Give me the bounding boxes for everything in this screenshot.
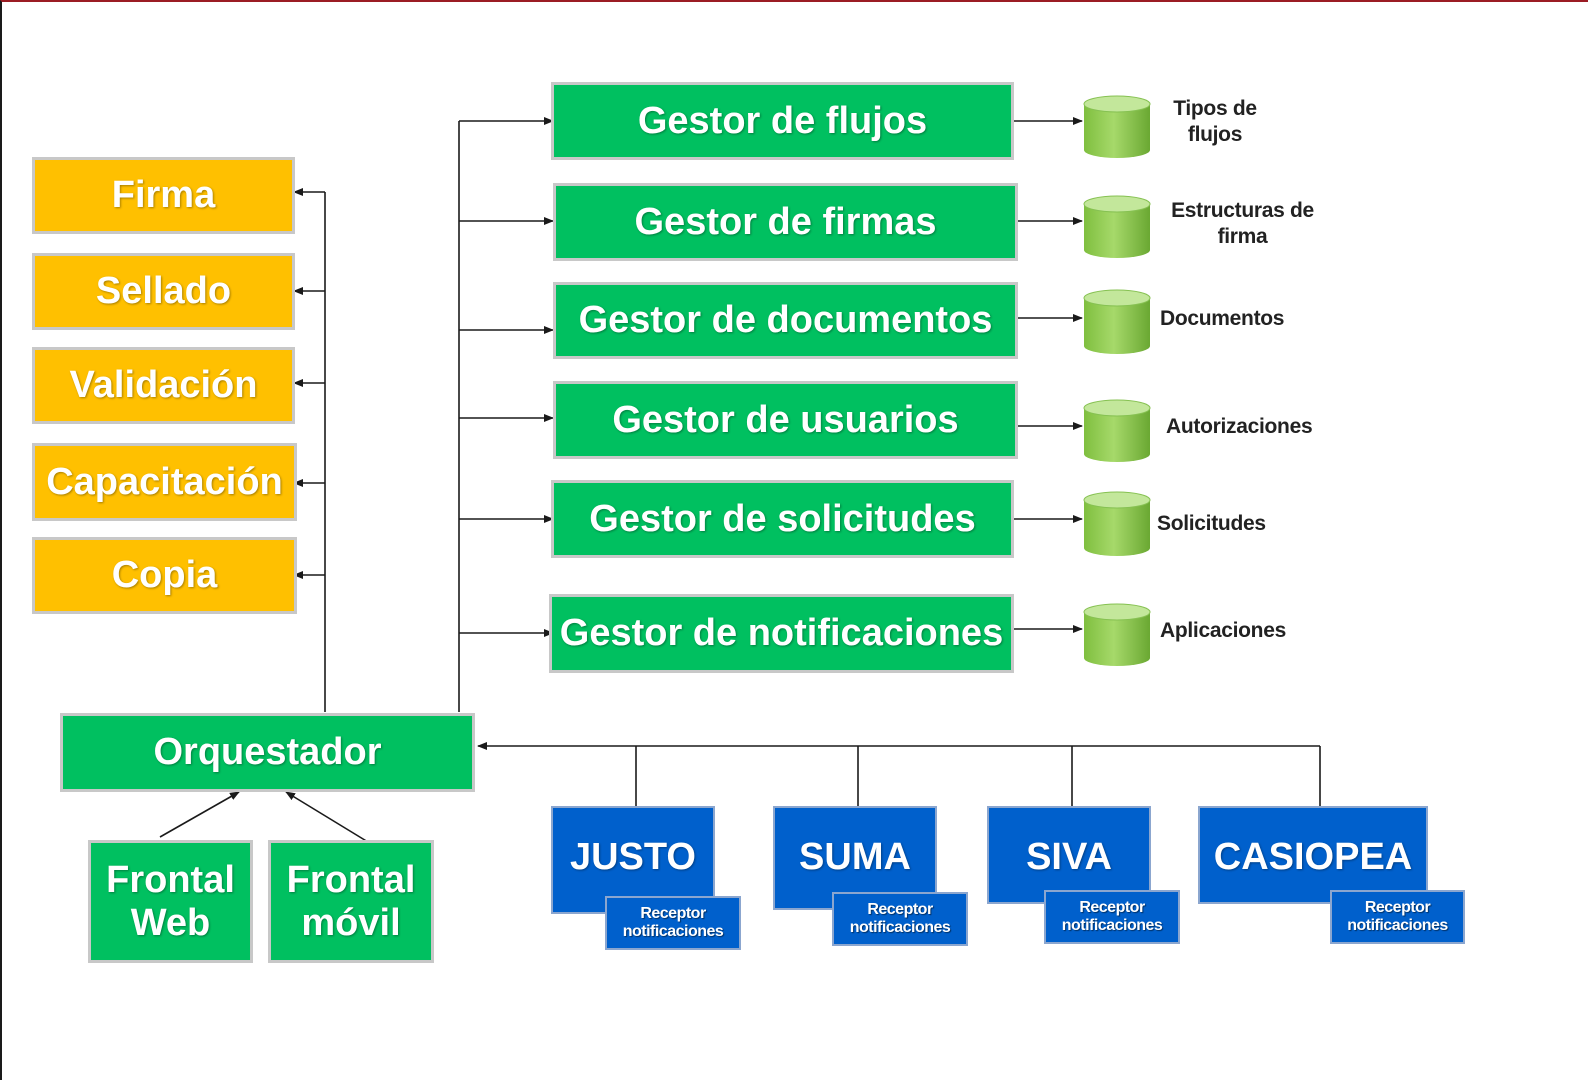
db-label-documentos: Documentos [1160,307,1285,330]
firma-label: Firma [111,174,216,217]
gestor-solicitudes-box: Gestor de solicitudes [551,480,1014,558]
copia-box: Copia [32,537,297,614]
gestor-notificaciones-label: Gestor de notificaciones [559,612,1004,655]
receptor-casiopea-box: Receptor notificaciones [1330,890,1465,944]
gestor-firmas-box: Gestor de firmas [553,183,1018,261]
db-cylinder-solicitudes [1083,491,1151,556]
db-label-tipos-flujos: Tipos de flujos [1160,96,1270,149]
receptor-suma-box: Receptor notificaciones [832,892,968,946]
sellado-box: Sellado [32,253,295,330]
db-label-estructuras-firma: Estructuras de firma [1160,198,1325,251]
app-suma-label: SUMA [799,836,911,878]
orquestador-label: Orquestador [153,731,382,774]
receptor-casiopea-line1: Receptor [1364,899,1431,917]
copia-label: Copia [111,554,218,597]
capacitacion-label: Capacitación [46,460,283,503]
db-cylinder-autorizaciones [1083,399,1151,462]
frontal-web-line1: Frontal [106,858,235,901]
receptor-justo-box: Receptor notificaciones [605,896,741,950]
receptor-casiopea-line2: notificaciones [1347,917,1448,934]
firma-box: Firma [32,157,295,234]
receptor-suma-line1: Receptor [867,901,933,919]
app-casiopea-box: CASIOPEA [1198,806,1428,904]
app-casiopea-label: CASIOPEA [1213,836,1413,878]
arrow-movil-to-orquestador [285,791,369,843]
receptor-siva-box: Receptor notificaciones [1044,890,1180,944]
gestor-firmas-label: Gestor de firmas [634,200,937,243]
validacion-label: Validación [69,364,258,407]
gestor-usuarios-box: Gestor de usuarios [553,381,1018,459]
db-label-tipos-flujos-line1: Tipos de [1173,97,1257,120]
gestor-flujos-box: Gestor de flujos [551,82,1014,160]
receptor-siva-line2: notificaciones [1061,917,1163,934]
db-label-autorizaciones: Autorizaciones [1166,415,1313,438]
frontal-movil-line2: móvil [301,901,401,944]
receptor-justo-line1: Receptor [640,905,706,923]
orquestador-box: Orquestador [60,713,475,792]
sellado-label: Sellado [95,270,232,313]
app-siva-label: SIVA [1026,836,1112,878]
app-justo-label: JUSTO [569,836,696,878]
db-label-estructuras-firma-line2: firma [1217,225,1268,249]
capacitacion-box: Capacitación [32,443,297,521]
receptor-justo-line2: notificaciones [622,923,724,940]
gestor-solicitudes-label: Gestor de solicitudes [589,497,976,540]
db-label-aplicaciones: Aplicaciones [1160,619,1286,642]
validacion-box: Validación [32,347,295,424]
gestor-documentos-box: Gestor de documentos [553,282,1018,359]
frontal-web-line2: Web [130,901,211,944]
db-label-tipos-flujos-line2: flujos [1187,123,1243,147]
gestor-notificaciones-box: Gestor de notificaciones [549,594,1014,673]
db-cylinder-flujos [1083,95,1151,158]
receptor-suma-line2: notificaciones [849,919,951,936]
app-siva-box: SIVA [987,806,1151,904]
gestor-flujos-label: Gestor de flujos [637,99,928,142]
db-cylinder-aplicaciones [1083,603,1151,666]
db-label-estructuras-firma-line1: Estructuras de [1171,199,1314,222]
db-cylinder-firma [1083,195,1151,258]
gestor-documentos-label: Gestor de documentos [578,299,993,342]
db-label-solicitudes: Solicitudes [1157,512,1266,535]
receptor-siva-line1: Receptor [1079,899,1145,917]
frontal-movil-line1: Frontal [286,858,416,901]
arrow-web-to-orquestador [159,791,240,838]
gestor-usuarios-label: Gestor de usuarios [612,398,959,441]
db-cylinder-documentos [1083,289,1151,354]
